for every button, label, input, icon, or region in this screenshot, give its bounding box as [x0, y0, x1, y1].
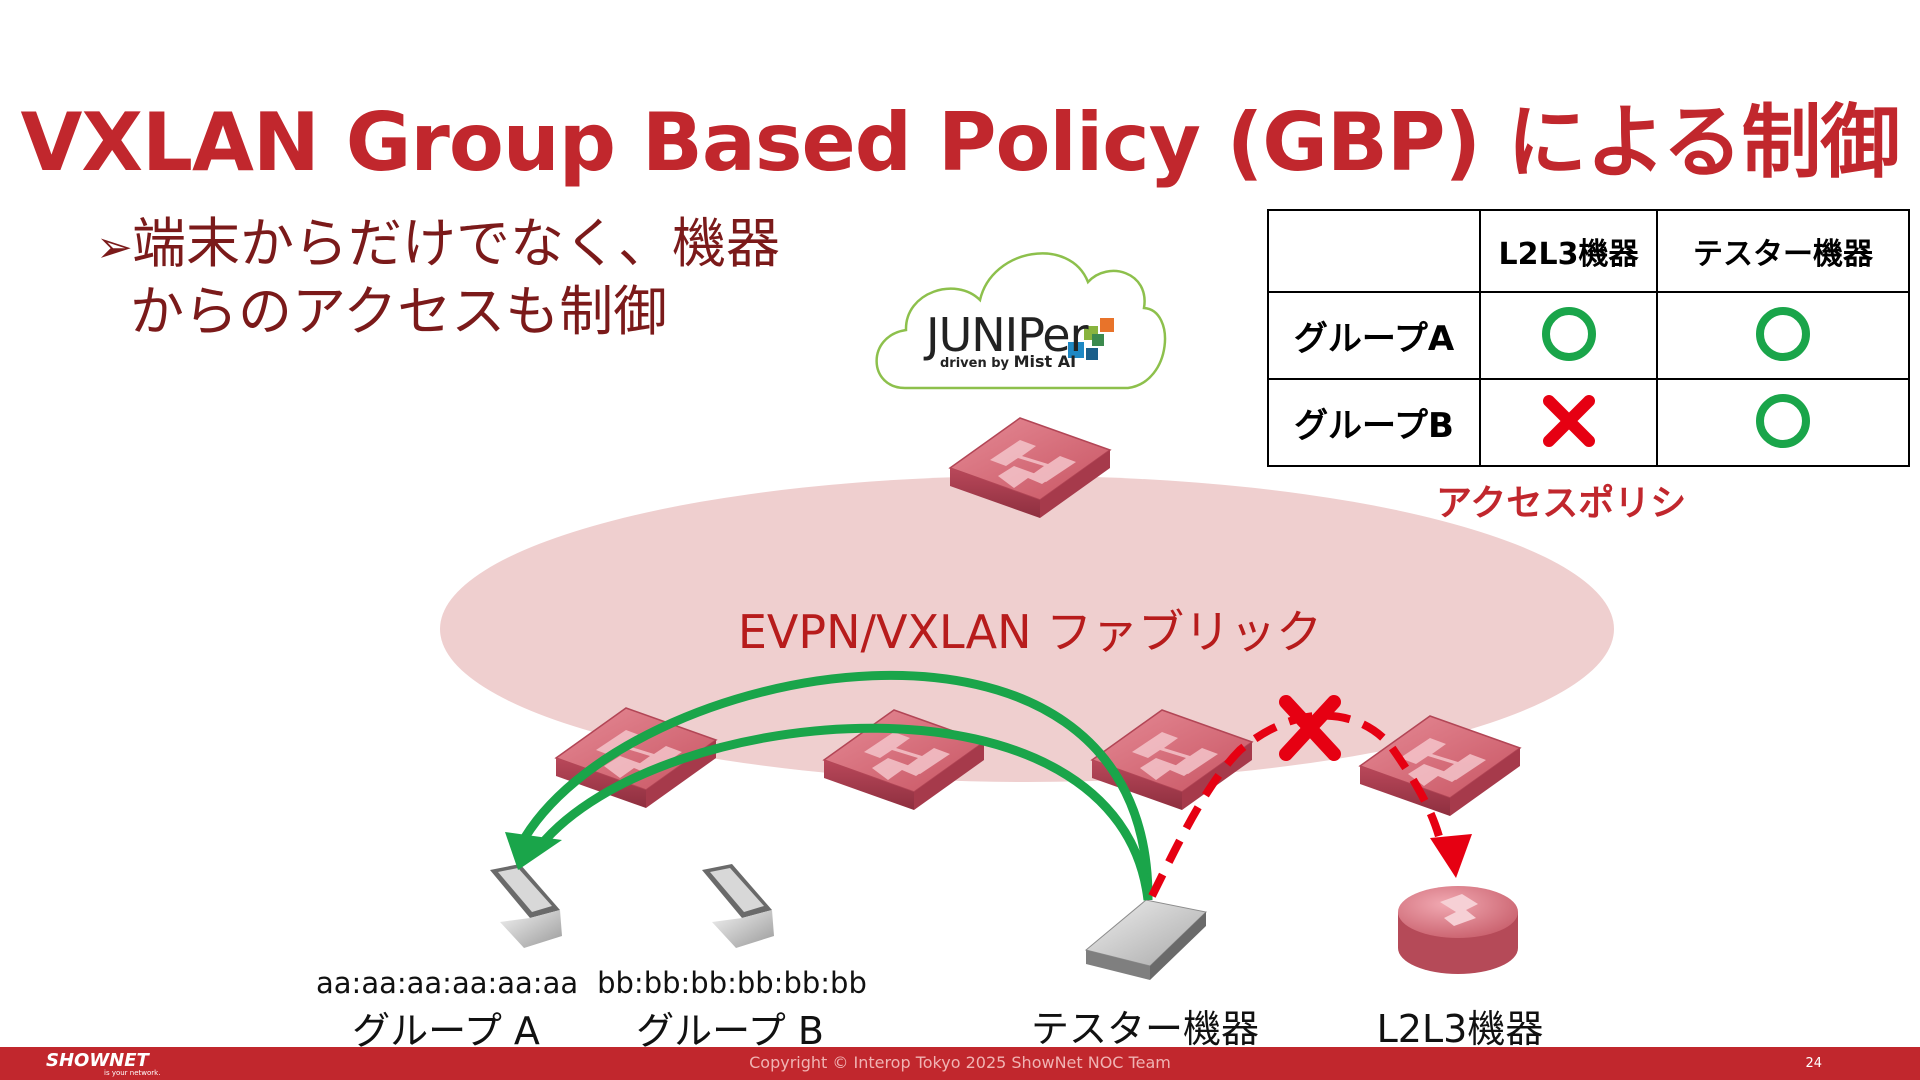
- tester-label: テスター機器: [1030, 1007, 1259, 1051]
- device-a-mac: aa:aa:aa:aa:aa:aa: [316, 966, 579, 1000]
- router-label: L2L3機器: [1376, 1007, 1544, 1051]
- policy-table-caption: アクセスポリシ: [1436, 483, 1687, 524]
- juniper-tagline-brand: Mist AI: [1013, 352, 1077, 371]
- juniper-tagline: driven by Mist AI: [940, 352, 1076, 371]
- svg-text:○: ○: [1783, 333, 1784, 335]
- access-policy-table: L2L3機器 テスター機器 グループA ○ ○ グループB ✕ ○: [1267, 209, 1910, 467]
- table-header-row: L2L3機器 テスター機器: [1267, 209, 1910, 293]
- shownet-logo-sub: is your network.: [104, 1069, 161, 1077]
- cell-group-a-l2l3: ○: [1479, 291, 1658, 380]
- mist-logo-icon: [1068, 318, 1114, 360]
- bullet-line-1: 端末からだけでなく、機器: [132, 212, 780, 275]
- fabric-label: EVPN/VXLAN ファブリック: [737, 605, 1323, 659]
- router-icon: [1398, 886, 1518, 974]
- slide-title: VXLAN Group Based Policy (GBP) による制御: [20, 96, 1900, 189]
- bullet-arrow-icon: ➢: [96, 222, 133, 273]
- row-label-group-b: グループB: [1267, 378, 1481, 467]
- device-b-group: グループ B: [636, 1009, 824, 1053]
- page-number: 24: [1805, 1056, 1822, 1071]
- allow-arrow-inner: [536, 723, 1153, 901]
- svg-text:○: ○: [1783, 420, 1784, 422]
- deny-cross-icon: ✕: [1542, 394, 1595, 447]
- bullet-line-2: からのアクセスも制御: [130, 280, 668, 343]
- allow-circle-icon: ○: [1756, 306, 1810, 361]
- allow-arrow-outer: [516, 670, 1153, 901]
- juniper-tagline-prefix: driven by: [940, 356, 1010, 371]
- row-label-group-a: グループA: [1267, 291, 1481, 380]
- table-header-l2l3: L2L3機器: [1479, 209, 1658, 293]
- shownet-logo: SHOWNET: [46, 1050, 149, 1071]
- table-row: グループA ○ ○: [1267, 291, 1910, 380]
- allow-circle-icon: ○: [1541, 306, 1596, 361]
- deny-cross-icon: [1279, 695, 1341, 761]
- laptop-a-icon: [490, 864, 562, 948]
- device-b-mac: bb:bb:bb:bb:bb:bb: [597, 966, 867, 1000]
- svg-text:○: ○: [1569, 333, 1570, 335]
- footer-copyright: Copyright © Interop Tokyo 2025 ShowNet N…: [749, 1053, 1171, 1072]
- cell-group-a-tester: ○: [1656, 291, 1910, 380]
- fabric-ellipse: [440, 476, 1614, 782]
- allow-arrowhead: [505, 832, 562, 870]
- tester-server-icon: [1084, 899, 1208, 980]
- cell-group-b-l2l3: ✕: [1479, 378, 1658, 467]
- allow-circle-icon: ○: [1756, 393, 1810, 448]
- bullet-point: ➢端末からだけでなく、機器 からのアクセスも制御: [96, 212, 780, 344]
- laptop-b-icon: [702, 864, 774, 948]
- table-header-tester: テスター機器: [1656, 209, 1910, 293]
- juniper-brand: JUNIPer: [926, 308, 1089, 362]
- footer-bar: SHOWNET is your network. Copyright © Int…: [0, 1047, 1920, 1080]
- table-header-corner: [1267, 209, 1481, 293]
- device-a-group: グループ A: [352, 1009, 540, 1053]
- table-row: グループB ✕ ○: [1267, 378, 1910, 467]
- cell-group-b-tester: ○: [1656, 378, 1910, 467]
- deny-arrowhead: [1430, 834, 1472, 878]
